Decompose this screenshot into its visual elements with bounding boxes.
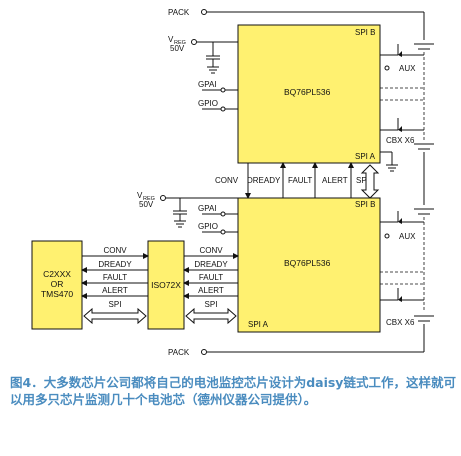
mcu-line2: OR <box>51 279 64 289</box>
left-signal-bus: CONV DREADY FAULT ALERT SPI <box>81 246 149 325</box>
right-signal-2: FAULT <box>199 273 223 282</box>
aux-cbx-bottom: AUX CBX X6 <box>380 211 424 327</box>
chip-top-name: BQ76PL536 <box>284 87 331 97</box>
vreg-top: V REG 50V <box>168 35 238 74</box>
gpio-top-label: GPIO <box>198 99 218 108</box>
aux-cbx-top: AUX CBX X6 <box>380 44 424 172</box>
mcu-line3: TMS470 <box>41 289 73 299</box>
bq-chip-top: BQ76PL536 SPI B SPI A <box>237 24 381 164</box>
pack-bottom-label: PACK <box>168 348 190 357</box>
chip-top-spi-a: SPI A <box>355 152 376 161</box>
fault-vertical-label: FAULT <box>288 176 312 185</box>
isolator-block: ISO72X <box>147 240 185 330</box>
vreg-bot-sub: REG <box>143 196 155 202</box>
left-signal-2: FAULT <box>103 273 127 282</box>
mcu-block: C2XXX OR TMS470 <box>31 240 83 330</box>
left-signal-1: DREADY <box>98 260 132 269</box>
gpio-bottom: GPAI GPIO <box>198 204 238 235</box>
right-signal-bus: CONV DREADY FAULT ALERT SPI <box>183 246 239 325</box>
cbx-top-label: CBX X6 <box>386 136 415 145</box>
spi-vertical-label: SPI <box>356 176 369 185</box>
pack-top-terminal: PACK <box>168 8 425 18</box>
chip-bottom-spi-a: SPI A <box>248 320 269 329</box>
chip-top-spi-b: SPI B <box>355 28 375 37</box>
left-signal-3: ALERT <box>102 286 128 295</box>
chip-bottom-name: BQ76PL536 <box>284 258 331 268</box>
bq-chip-bottom: BQ76PL536 SPI B SPI A <box>237 197 381 333</box>
vreg-top-v: V <box>168 35 174 44</box>
gpai-top-label: GPAI <box>198 80 217 89</box>
dready-vertical-label: DREADY <box>247 176 281 185</box>
chip-bottom-spi-b: SPI B <box>355 200 375 209</box>
left-signal-0: CONV <box>103 246 127 255</box>
battery-stack <box>380 18 434 352</box>
vreg-bottom: V REG 50V <box>137 191 238 228</box>
gpio-bot-label: GPIO <box>198 222 218 231</box>
isolator-name: ISO72X <box>151 280 181 290</box>
right-signal-0: CONV <box>199 246 223 255</box>
vreg-bot-v: V <box>137 191 143 200</box>
vreg-top-sub: REG <box>174 40 186 46</box>
alert-vertical-label: ALERT <box>322 176 348 185</box>
right-signal-3: ALERT <box>198 286 224 295</box>
pack-bottom-terminal: PACK <box>168 348 424 357</box>
mcu-line1: C2XXX <box>43 269 71 279</box>
daisy-chain-signals: CONV DREADY FAULT ALERT SPI <box>215 162 380 199</box>
right-signal-4: SPI <box>205 300 218 309</box>
left-signal-4: SPI <box>109 300 122 309</box>
right-signal-1: DREADY <box>194 260 228 269</box>
gpio-top: GPAI GPIO <box>198 80 238 112</box>
figure-caption: 图4．大多数芯片公司都将自己的电池监控芯片设计为daisy链式工作，这样就可以用… <box>10 375 456 407</box>
vreg-bot-volt: 50V <box>139 200 154 209</box>
aux-top-label: AUX <box>399 64 416 73</box>
pack-top-label: PACK <box>168 8 190 17</box>
gpai-bot-label: GPAI <box>198 204 217 213</box>
cbx-bot-label: CBX X6 <box>386 318 415 327</box>
daisy-chain-diagram: PACK PACK BQ76PL536 SPI B SPI A V REG 50… <box>31 8 434 357</box>
aux-bot-label: AUX <box>399 232 416 241</box>
conv-vertical-label: CONV <box>215 176 239 185</box>
vreg-top-volt: 50V <box>170 44 185 53</box>
